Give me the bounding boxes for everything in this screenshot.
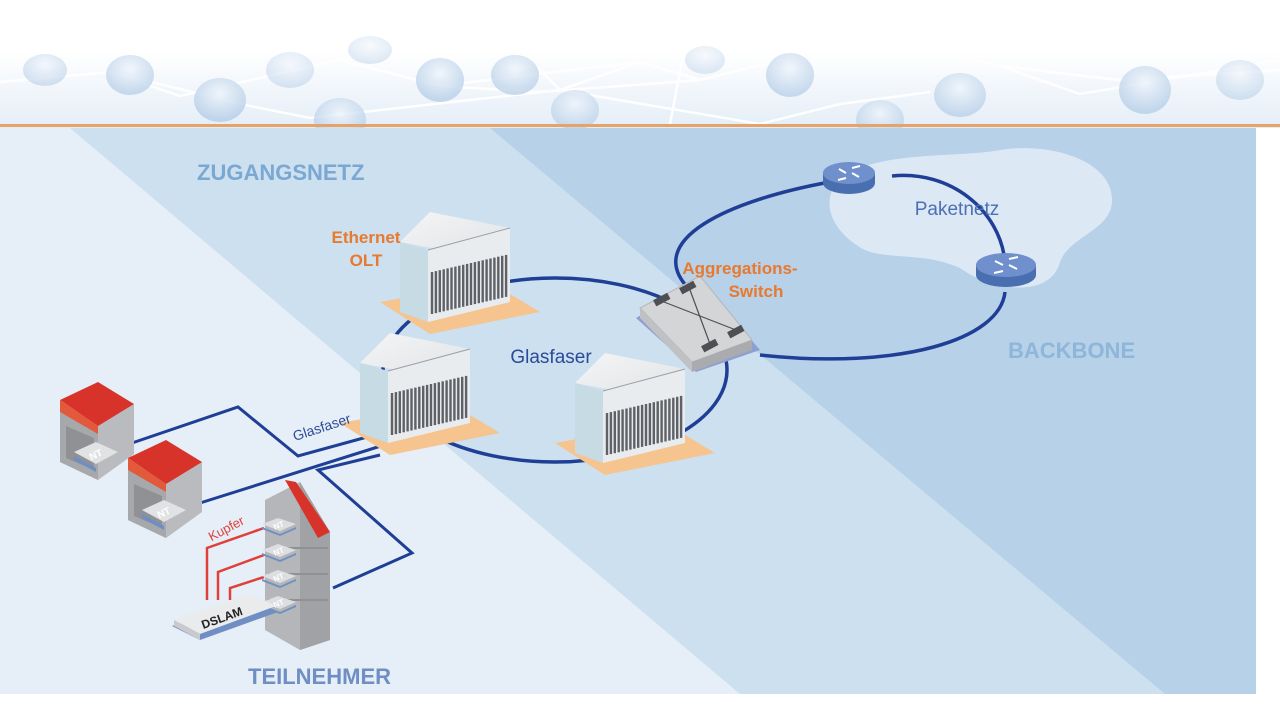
agg-switch-label-line2: Switch xyxy=(729,282,784,301)
nt-device: NT xyxy=(262,518,296,536)
region-label-backbone: BACKBONE xyxy=(1008,338,1135,363)
nt-label: NT xyxy=(272,545,285,557)
olt-rack-top xyxy=(380,212,540,334)
nt-device: NT xyxy=(262,544,296,562)
ring-label-glasfaser: Glasfaser xyxy=(510,347,592,368)
header-banner xyxy=(0,0,1280,128)
nt-label: NT xyxy=(88,448,105,464)
router-top xyxy=(823,162,875,194)
subscriber-house-1: NT xyxy=(60,382,134,480)
fiber-links-subscribers xyxy=(131,405,415,590)
nt-device: NT xyxy=(142,500,186,530)
nt-label: NT xyxy=(156,506,173,522)
apartment-building: NT NT NT NT xyxy=(262,480,330,650)
olt-label-line2: OLT xyxy=(350,251,383,270)
banner-divider-line xyxy=(0,124,1280,127)
nt-device: NT xyxy=(262,570,296,588)
nt-label: NT xyxy=(272,571,285,583)
network-balls-decoration xyxy=(23,36,1264,128)
dslam-device: DSLAM xyxy=(172,594,278,640)
router-arrows-icon xyxy=(993,256,1019,274)
region-label-access: ZUGANGSNETZ xyxy=(197,160,364,185)
nt-device: NT xyxy=(74,442,118,472)
aggregation-switch xyxy=(636,275,760,372)
packet-network-cloud xyxy=(829,148,1113,288)
region-label-subscriber: TEILNEHMER xyxy=(248,664,391,689)
nt-label: NT xyxy=(272,597,285,609)
router-arrows-icon xyxy=(837,165,861,181)
olt-rack-left xyxy=(340,333,500,455)
olt-label-line1: Ethernet xyxy=(332,228,401,247)
router-bottom xyxy=(976,253,1036,287)
olt-rack-right xyxy=(555,353,715,475)
agg-switch-label-line1: Aggregations- xyxy=(682,259,797,278)
nt-label: NT xyxy=(272,519,285,531)
fiber-ring-backbone xyxy=(674,173,1007,361)
cloud-label: Paketnetz xyxy=(915,199,1000,220)
subscriber-house-2: NT xyxy=(128,440,202,538)
